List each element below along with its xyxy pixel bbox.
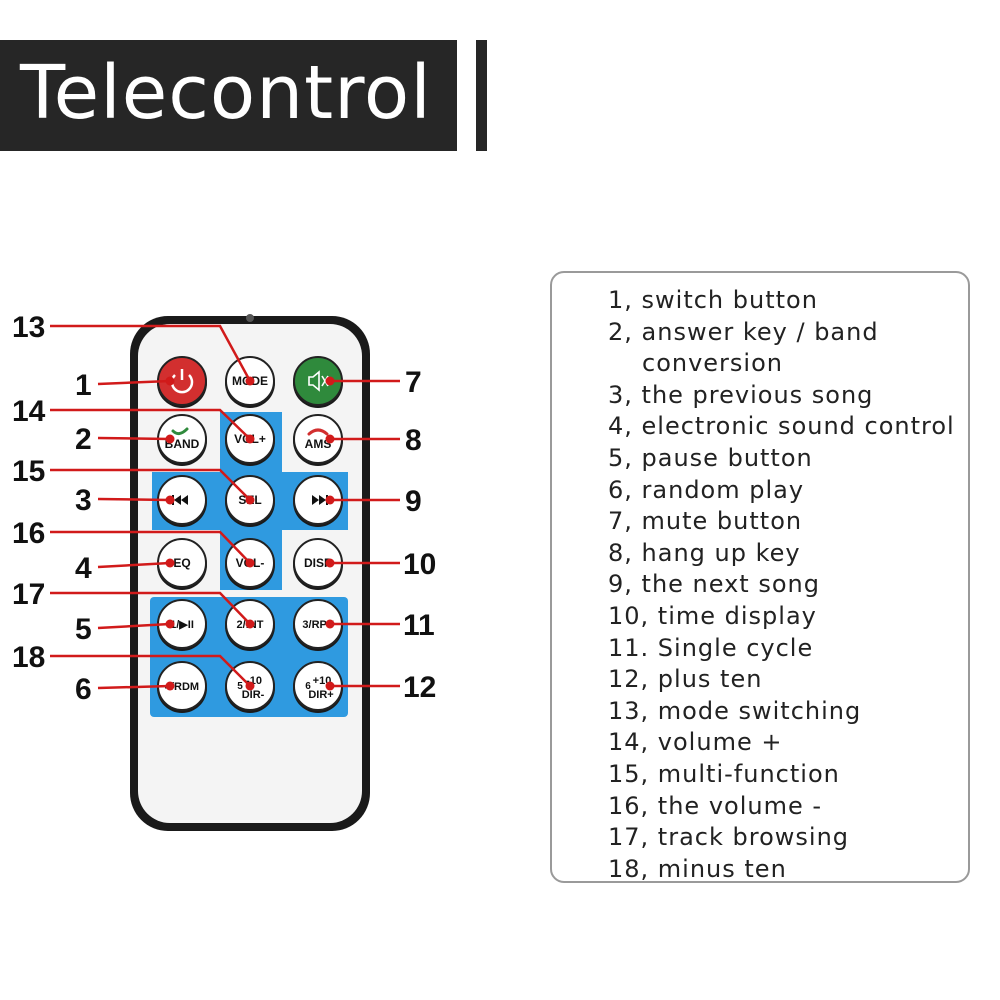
callout-dot-17 [245, 619, 255, 629]
legend-item: conversion [642, 349, 783, 378]
callout-number-17: 17 [12, 578, 45, 611]
legend-item: 9, the next song [608, 570, 820, 599]
legend-item: 3, the previous song [608, 380, 874, 409]
button-label-12-c: DIR+ [308, 689, 333, 701]
callout-number-12: 12 [403, 671, 436, 704]
callout-dot-3 [165, 495, 175, 505]
remote-button-6[interactable]: 4/RDM [157, 661, 207, 713]
callout-dot-14 [245, 434, 255, 444]
phone-hangup-icon [307, 428, 329, 436]
callout-dot-7 [325, 376, 335, 386]
callout-line-15 [50, 468, 251, 501]
callout-number-6: 6 [75, 673, 92, 706]
remote-button-4[interactable]: EQ [157, 538, 207, 590]
button-label-4: EQ [173, 556, 190, 570]
callout-line-18 [50, 654, 251, 687]
legend-item: 18, minus ten [608, 854, 787, 883]
button-label-8: AMS [305, 437, 332, 451]
callout-dot-15 [245, 495, 255, 505]
callout-dot-10 [325, 558, 335, 568]
button-label-10: DISP [304, 556, 332, 570]
callout-dot-11 [325, 619, 335, 629]
title-banner [0, 40, 457, 151]
callout-number-7: 7 [405, 366, 422, 399]
remote-button-5[interactable]: 1/▶II [157, 599, 207, 651]
callout-line-14 [50, 408, 251, 440]
callout-dot-5 [165, 619, 175, 629]
legend-item: 12, plus ten [608, 665, 763, 694]
callout-dot-13 [245, 376, 255, 386]
callout-line-2 [97, 436, 171, 441]
remote-button-2[interactable]: BAND [157, 414, 207, 466]
callout-dot-16 [245, 558, 255, 568]
page-title: Telecontrol [20, 50, 432, 136]
callout-line-3 [97, 497, 171, 502]
legend-item: 1, switch button [608, 286, 818, 314]
callout-number-10: 10 [403, 548, 436, 581]
callout-number-15: 15 [12, 455, 45, 488]
callout-line-13 [50, 324, 252, 382]
callout-number-9: 9 [405, 485, 422, 518]
legend-item: 10, time display [608, 601, 817, 630]
callout-number-1: 1 [75, 369, 92, 402]
remote-button-7[interactable] [293, 356, 343, 408]
callout-number-13: 13 [12, 311, 45, 344]
callout-line-16 [50, 530, 251, 564]
remote-button-3[interactable] [157, 475, 207, 527]
button-label-12: 6 [305, 681, 311, 692]
button-label-5: 1/▶II [170, 619, 194, 631]
legend-item: 8, hang up key [608, 538, 801, 567]
callout-number-3: 3 [75, 484, 92, 517]
legend-item: 5, pause button [608, 443, 813, 472]
callout-line-5 [97, 622, 171, 630]
callout-number-16: 16 [12, 517, 45, 550]
legend-item: 6, random play [608, 475, 805, 504]
remote-button-8[interactable]: AMS [293, 414, 343, 466]
legend-item: 2, answer key / band [608, 317, 879, 346]
legend-item: 14, volume + [608, 728, 783, 757]
legend-item: 7, mute button [608, 507, 803, 536]
callout-number-8: 8 [405, 424, 422, 457]
title-divider [476, 40, 487, 151]
callout-number-5: 5 [75, 613, 92, 646]
callout-line-17 [50, 591, 251, 625]
button-label-18: 5 [237, 681, 243, 692]
callout-number-2: 2 [75, 423, 92, 456]
callout-line-1 [97, 379, 171, 386]
callout-dot-12 [325, 681, 335, 691]
remote-button-1[interactable] [157, 356, 207, 408]
callout-number-14: 14 [12, 395, 46, 428]
callout-dot-8 [325, 434, 335, 444]
callout-number-18: 18 [12, 641, 45, 674]
remote-button-10[interactable]: DISP [293, 538, 343, 590]
callout-number-4: 4 [75, 552, 92, 585]
remote-button-9[interactable] [293, 475, 343, 527]
phone-answer-icon [171, 427, 189, 436]
callout-line-4 [97, 561, 171, 569]
callout-number-11: 11 [403, 609, 435, 642]
legend-list: 1, switch button 2, answer key / band conv… [608, 285, 968, 885]
callout-dot-1 [165, 376, 175, 386]
button-label-18-c: DIR- [242, 689, 265, 701]
legend-box [550, 271, 970, 883]
legend-item: 15, multi-function [608, 759, 840, 788]
legend-item: 11. Single cycle [608, 633, 814, 662]
ir-emitter [246, 314, 254, 322]
legend-item: 13, mode switching [608, 696, 862, 725]
callout-dot-18 [245, 681, 255, 691]
callout-dot-6 [165, 681, 175, 691]
callout-dot-2 [165, 434, 175, 444]
legend-item: 4, electronic sound control [608, 412, 955, 441]
remote-button-11[interactable]: 3/RPT [293, 599, 343, 651]
callout-dot-4 [165, 558, 175, 568]
callout-line-6 [97, 684, 171, 690]
callout-dot-9 [325, 495, 335, 505]
legend-item: 16, the volume - [608, 791, 823, 820]
legend-item: 17, track browsing [608, 823, 850, 852]
